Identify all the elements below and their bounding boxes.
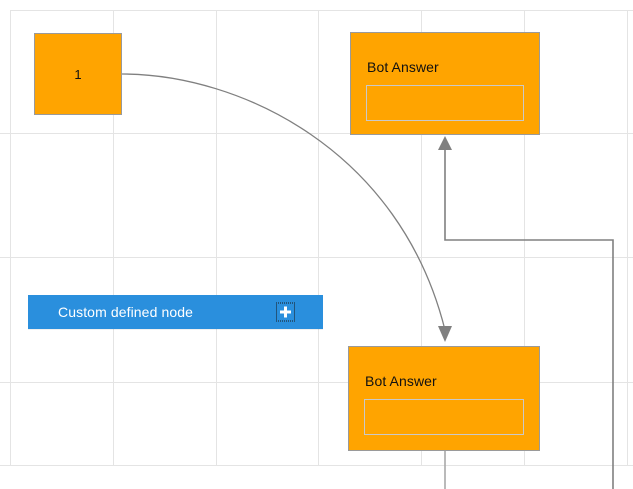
node-bot-answer-bottom-title: Bot Answer xyxy=(365,373,437,389)
node-bot-answer-top[interactable]: Bot Answer xyxy=(350,32,540,135)
node-bot-answer-bottom-field[interactable] xyxy=(364,399,524,435)
node-bot-answer-top-title: Bot Answer xyxy=(367,59,439,75)
custom-defined-node-button[interactable]: Custom defined node xyxy=(28,295,323,329)
custom-defined-node-label: Custom defined node xyxy=(58,304,193,320)
plus-icon[interactable] xyxy=(276,302,295,322)
edge-orthogonal-arrowhead xyxy=(438,136,452,150)
plus-icon-vertical-bar xyxy=(284,306,287,318)
node-1[interactable]: 1 xyxy=(34,33,122,115)
node-bot-answer-top-field[interactable] xyxy=(366,85,524,121)
edge-curve-arrowhead xyxy=(438,326,452,342)
node-bot-answer-bottom[interactable]: Bot Answer xyxy=(348,346,540,451)
node-1-label: 1 xyxy=(74,66,82,82)
